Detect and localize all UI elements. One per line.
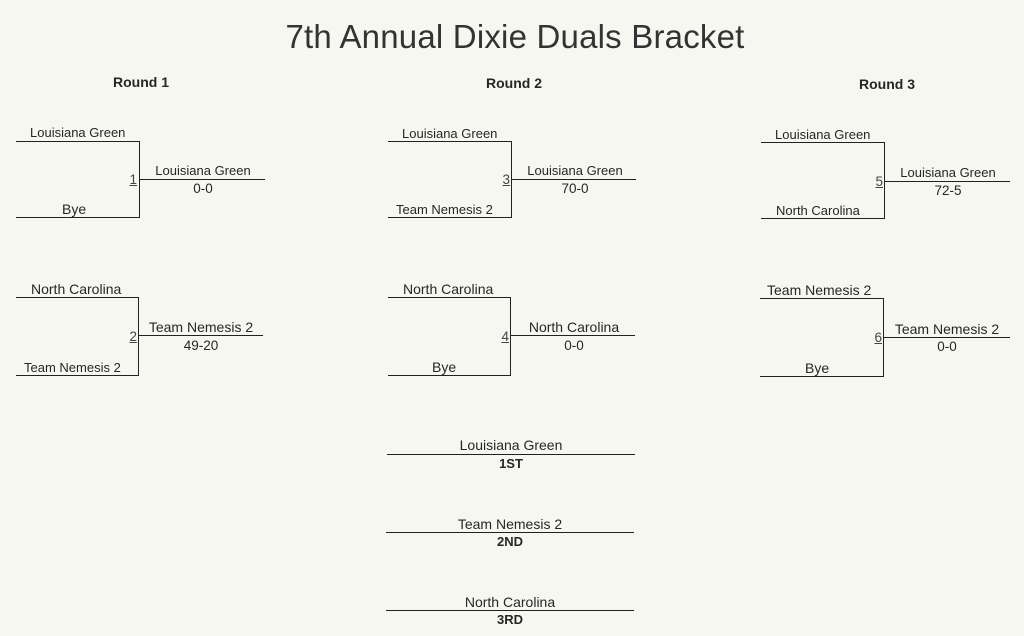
match-1-winner-line: [140, 179, 265, 180]
match-2-top-team: North Carolina: [31, 281, 122, 297]
match-4-number: 4: [501, 329, 509, 344]
match-3-winner-line: [512, 179, 636, 180]
standing-3rd-team: North Carolina: [464, 594, 556, 610]
standing-2nd-rank: 2ND: [496, 534, 523, 549]
match-3-score: 70-0: [561, 181, 589, 196]
standing-3rd-line: [386, 610, 634, 611]
match-4-bottom-line: [388, 375, 511, 376]
match-2-number: 2: [129, 329, 137, 344]
match-5-bracket-line: [884, 142, 885, 219]
match-5-winner-line: [885, 181, 1010, 182]
match-3-top-line: [388, 141, 512, 142]
match-2-bottom-line: [16, 375, 139, 376]
match-3-bottom-team: Team Nemesis 2: [396, 202, 493, 217]
match-2-bottom-team: Team Nemesis 2: [24, 360, 121, 375]
match-2-score: 49-20: [183, 338, 219, 353]
match-4-score: 0-0: [564, 338, 584, 353]
standing-1st-rank: 1ST: [499, 456, 523, 471]
match-1-bracket-line: [139, 141, 140, 218]
match-3-winner: Louisiana Green: [527, 163, 623, 178]
standing-2nd-team: Team Nemesis 2: [457, 516, 563, 532]
match-2-bracket-line: [138, 297, 139, 375]
match-1-top-team: Louisiana Green: [30, 125, 126, 140]
match-5-score: 72-5: [934, 183, 962, 198]
standing-1st-team: Louisiana Green: [459, 437, 563, 453]
match-4-bracket-line: [510, 297, 511, 375]
match-6-top-team: Team Nemesis 2: [767, 282, 872, 298]
match-1-score: 0-0: [193, 181, 213, 196]
match-2-top-line: [16, 297, 139, 298]
match-6-bottom-line: [760, 376, 884, 377]
standing-3rd-rank: 3RD: [496, 612, 523, 627]
match-4-bottom-team: Bye: [432, 359, 457, 375]
match-3-bottom-line: [388, 217, 512, 218]
standing-1st-line: [387, 454, 635, 455]
match-3-number: 3: [502, 172, 510, 187]
match-1-number: 1: [129, 172, 137, 187]
match-5-number: 5: [875, 174, 883, 189]
match-2-winner-line: [139, 335, 263, 336]
match-5-bottom-line: [761, 218, 885, 219]
match-6-bottom-team: Bye: [805, 360, 830, 376]
page-title: 7th Annual Dixie Duals Bracket: [285, 18, 745, 55]
match-6-winner: Team Nemesis 2: [894, 321, 1000, 337]
match-3-bracket-line: [511, 141, 512, 217]
match-1-bottom-line: [16, 217, 140, 218]
match-4-winner: North Carolina: [528, 319, 620, 335]
match-2-winner: Team Nemesis 2: [148, 319, 254, 335]
match-6-bracket-line: [883, 298, 884, 376]
match-4-winner-line: [511, 335, 635, 336]
match-5-bottom-team: North Carolina: [776, 203, 860, 218]
match-5-top-line: [761, 142, 885, 143]
match-5-winner: Louisiana Green: [900, 165, 996, 180]
match-4-top-team: North Carolina: [403, 281, 494, 297]
match-6-winner-line: [884, 337, 1010, 338]
match-1-bottom-team: Bye: [62, 201, 87, 217]
round-3-label: Round 3: [859, 76, 915, 92]
standing-2nd-line: [386, 532, 634, 533]
match-1-top-line: [16, 141, 140, 142]
match-6-top-line: [760, 298, 884, 299]
match-6-score: 0-0: [937, 339, 957, 354]
match-6-number: 6: [874, 330, 882, 345]
round-1-label: Round 1: [113, 74, 169, 90]
match-4-top-line: [388, 297, 511, 298]
round-2-label: Round 2: [486, 75, 542, 91]
match-1-winner: Louisiana Green: [155, 163, 251, 178]
match-3-top-team: Louisiana Green: [402, 126, 498, 141]
match-5-top-team: Louisiana Green: [775, 127, 871, 142]
